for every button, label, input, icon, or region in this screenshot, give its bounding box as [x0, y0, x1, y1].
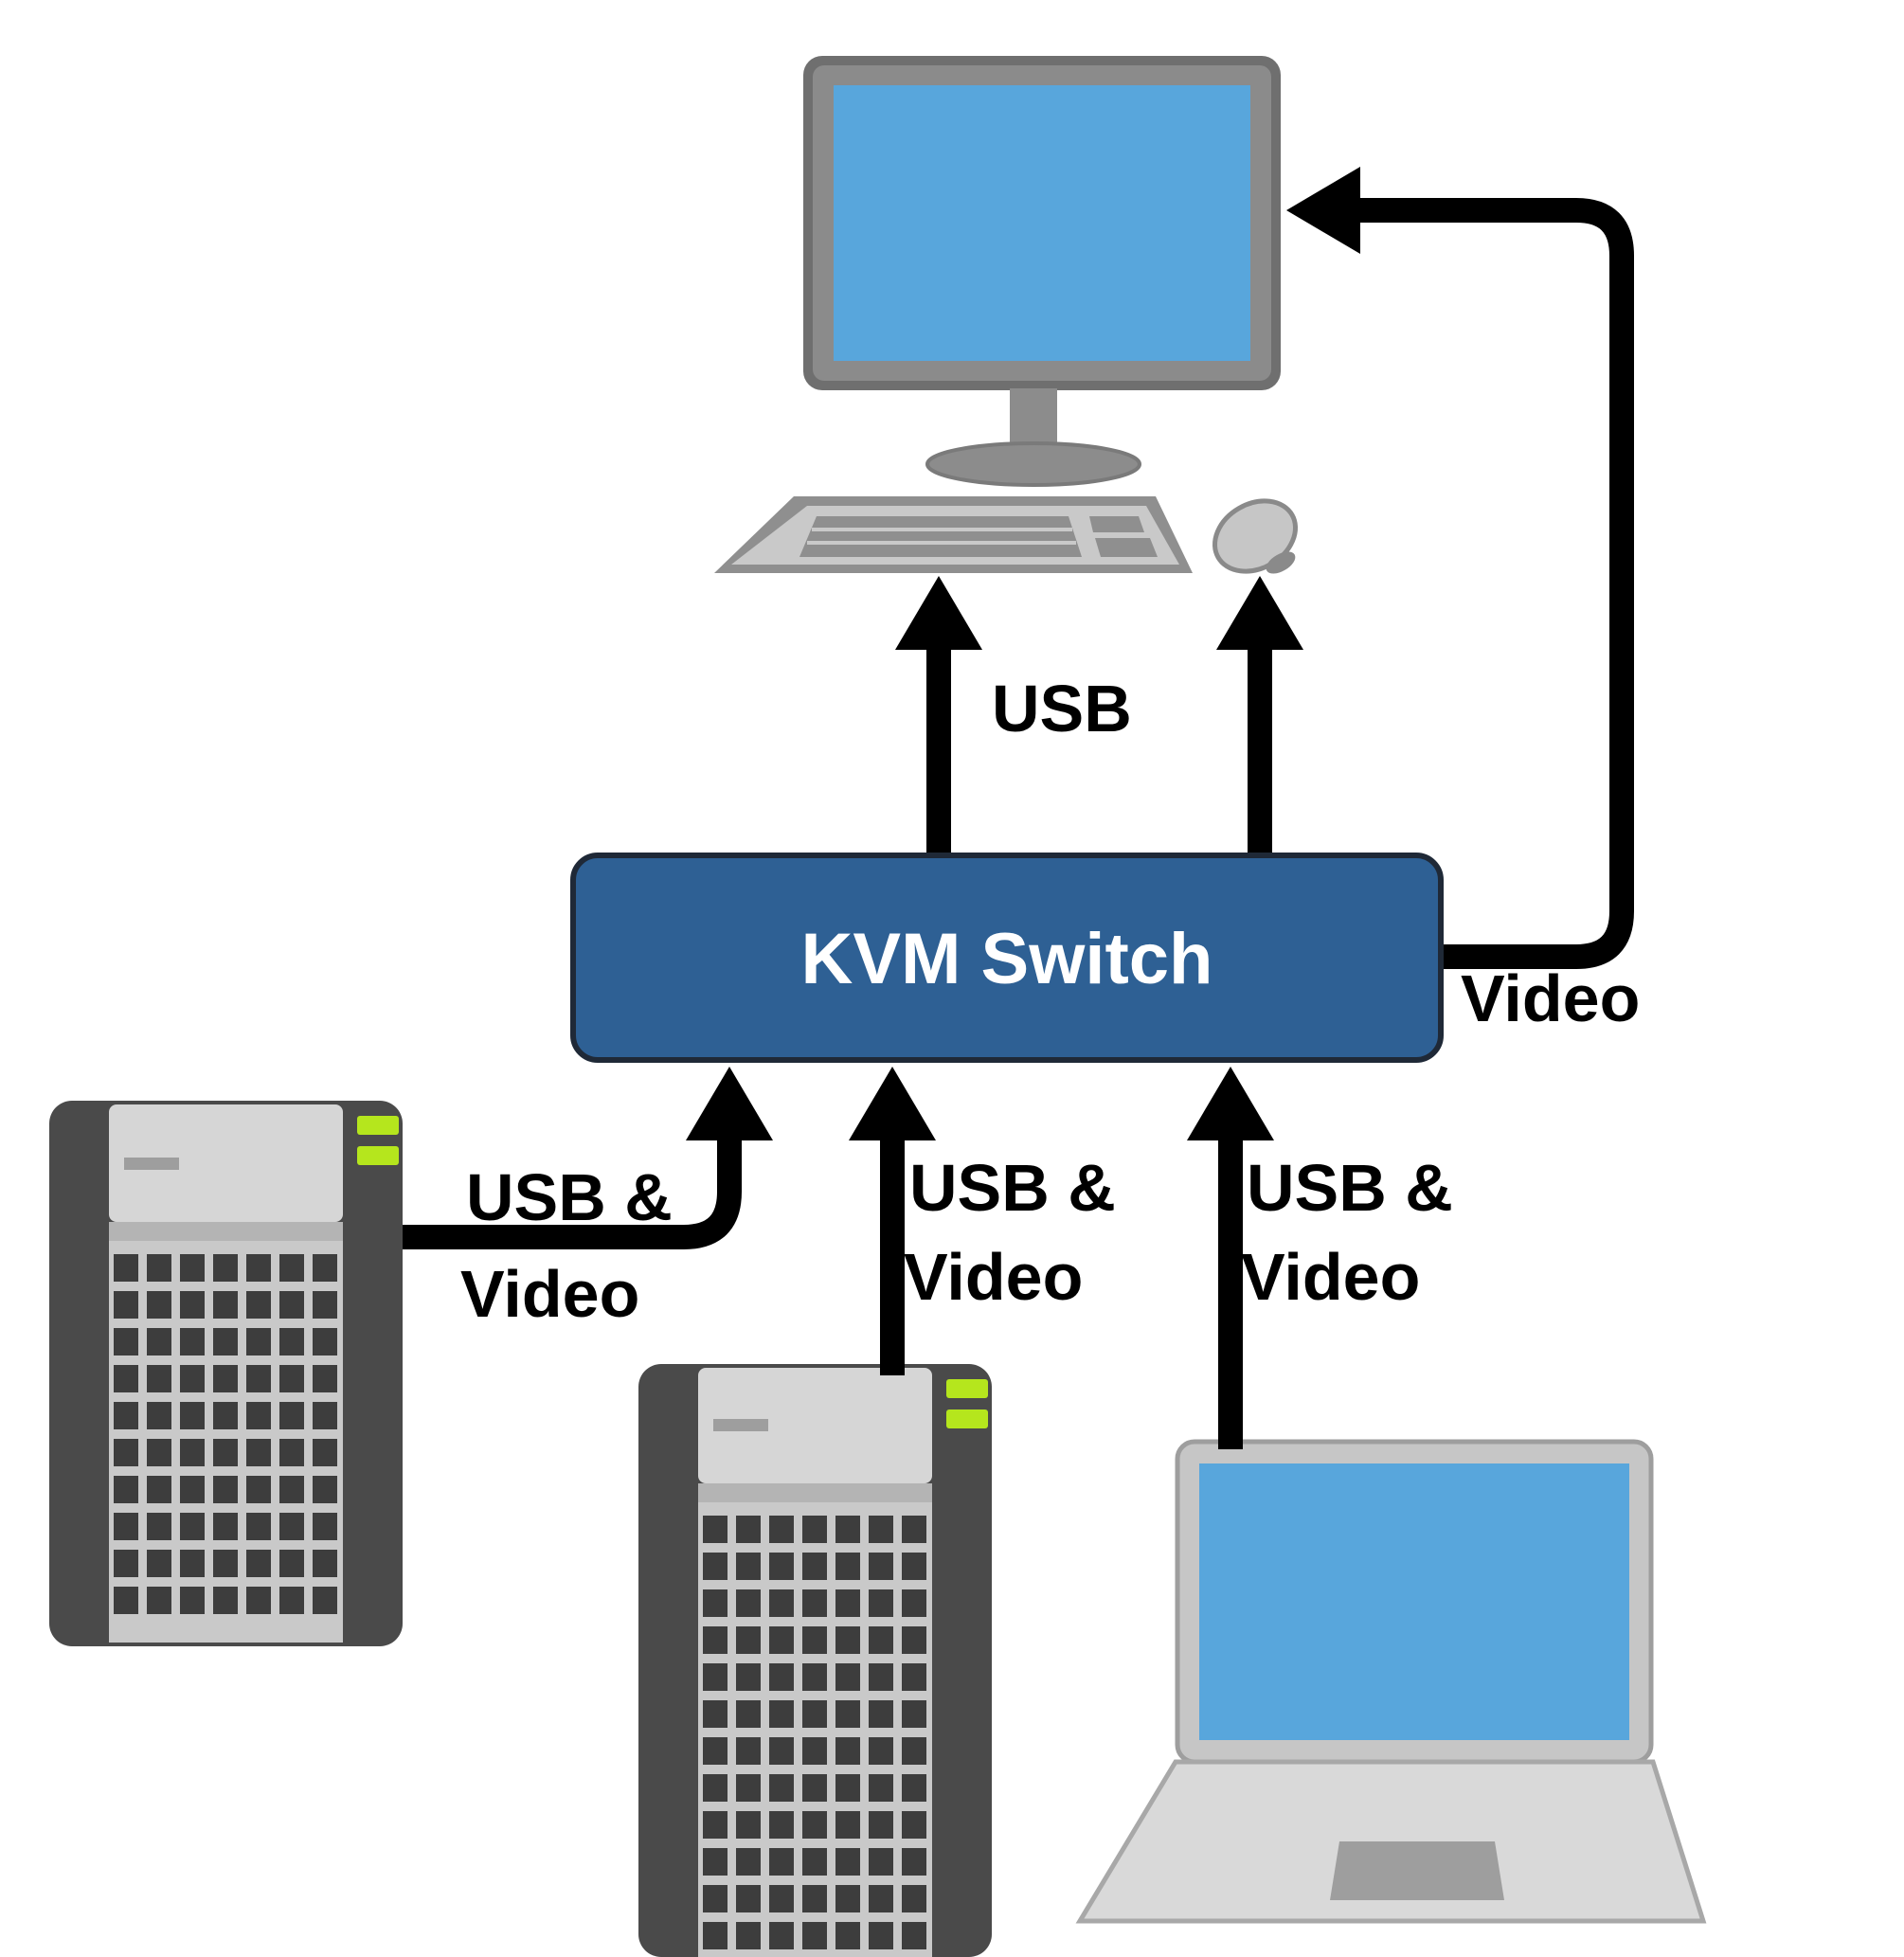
link-server2-to-kvm: USB & Video [849, 1067, 1116, 1375]
monitor [803, 56, 1281, 487]
server2-led-2 [946, 1409, 988, 1428]
kvm-switch-label: KVM Switch [801, 919, 1213, 999]
server1-link-label-line1: USB & [466, 1160, 673, 1234]
laptop-link-label-line1: USB & [1247, 1151, 1453, 1225]
server2-top-panel [698, 1368, 932, 1483]
kvm-keyboard-arrowhead [895, 576, 982, 650]
server1-drive-slot [124, 1158, 179, 1170]
server1-vent-grid [114, 1254, 337, 1614]
mouse-shadow [1266, 551, 1296, 574]
kvm-monitor-arrowhead [1286, 167, 1360, 254]
server2-drive-slot [713, 1419, 768, 1431]
server2-kvm-arrowhead [849, 1067, 936, 1140]
server1-kvm-arrowhead [686, 1067, 773, 1140]
server1-led-2 [357, 1146, 399, 1165]
mouse [1212, 498, 1299, 574]
keyboard-main-keys [799, 516, 1082, 557]
kvm-switch: KVM Switch [570, 853, 1444, 1063]
server2-led-1 [946, 1379, 988, 1398]
link-kvm-to-monitor: Video [1286, 167, 1640, 1035]
link-kvm-to-mouse [1216, 576, 1303, 862]
server1-top-panel [109, 1104, 343, 1222]
laptop-trackpad [1330, 1841, 1504, 1900]
keyboard-right-keys-top [1089, 516, 1144, 532]
server1-divider [109, 1222, 343, 1241]
kvm-switch-box [570, 853, 1444, 1063]
server1-led-1 [357, 1116, 399, 1135]
kvm-mouse-arrowhead [1216, 576, 1303, 650]
link-laptop-to-kvm: USB & Video [1187, 1067, 1453, 1449]
server2-divider [698, 1483, 932, 1502]
server2-link-label-line1: USB & [909, 1151, 1116, 1225]
server-1 [49, 1101, 403, 1646]
laptop-kvm-arrowhead [1187, 1067, 1274, 1140]
keyboard [714, 496, 1193, 573]
monitor-screen [834, 85, 1250, 361]
laptop [1075, 1439, 1707, 1924]
kvm-monitor-video-line [1356, 198, 1634, 969]
video-label: Video [1461, 961, 1640, 1035]
usb-label: USB [992, 672, 1132, 745]
server2-vent-grid [703, 1516, 926, 1953]
server1-kvm-line [403, 1135, 742, 1249]
link-server1-to-kvm: USB & Video [403, 1067, 773, 1331]
server1-link-label-line2: Video [460, 1257, 639, 1331]
link-kvm-to-keyboard [895, 576, 982, 862]
server2-link-label-line2: Video [904, 1240, 1083, 1314]
laptop-link-label-line2: Video [1241, 1240, 1420, 1314]
server-2 [638, 1364, 992, 1957]
keyboard-right-keys-bottom [1095, 538, 1158, 557]
laptop-screen [1199, 1463, 1629, 1740]
monitor-stand-base [925, 441, 1141, 487]
